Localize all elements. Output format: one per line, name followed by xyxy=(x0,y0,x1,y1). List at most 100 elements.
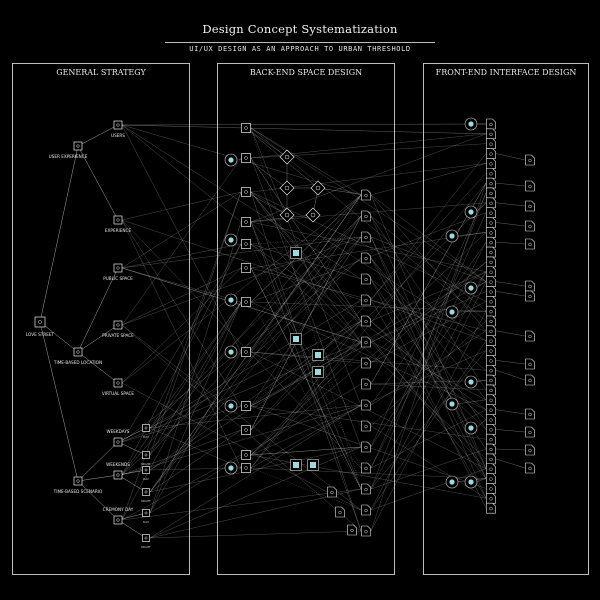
interface-function-node xyxy=(486,167,496,179)
scenario-time-node xyxy=(142,424,150,432)
backend-program-node xyxy=(361,315,371,327)
backend-user-node xyxy=(312,366,324,378)
panel-front-end-interface-design: FRONT-END INTERFACE DESIGN xyxy=(423,63,589,575)
frontend-icon-link xyxy=(475,478,487,483)
interface-screen-icon xyxy=(464,281,478,295)
backend-program-node xyxy=(361,378,371,390)
scenario-time-node xyxy=(142,488,150,496)
strategy-leaf-node xyxy=(113,515,123,525)
backend-internal-link xyxy=(250,446,362,456)
strategy-to-backend-link xyxy=(121,194,362,476)
strategy-branch-node xyxy=(73,347,83,357)
strategy-leaf-node xyxy=(113,120,123,130)
interface-screen-icon xyxy=(464,475,478,489)
backend-space-node xyxy=(241,153,251,163)
frontend-branch-link xyxy=(495,448,526,451)
interface-feature-node xyxy=(525,180,535,192)
strategy-to-backend-link xyxy=(149,488,362,539)
interface-feature-node xyxy=(525,374,535,386)
interface-function-node xyxy=(486,355,496,366)
strategy-to-backend-link xyxy=(121,454,242,521)
backend-to-frontend-link xyxy=(250,351,487,469)
interface-function-node xyxy=(486,443,496,455)
backend-space-node xyxy=(241,217,251,227)
backend-internal-link xyxy=(250,243,362,469)
backend-to-frontend-link xyxy=(250,191,487,479)
tree-leaf-link xyxy=(77,145,119,221)
backend-internal-link xyxy=(250,320,362,407)
interface-feature-node xyxy=(525,200,535,212)
backend-internal-link xyxy=(250,191,362,532)
backend-diamond-link xyxy=(245,214,314,223)
frontend-branch-link xyxy=(495,202,526,207)
backend-user-node xyxy=(290,247,302,259)
scenario-time-node xyxy=(142,451,150,459)
backend-to-frontend-link xyxy=(250,454,487,499)
backend-internal-link xyxy=(250,191,362,322)
frontend-branch-link xyxy=(495,291,526,297)
backend-decision-node xyxy=(279,149,295,165)
backend-to-frontend-link xyxy=(370,257,487,400)
interface-function-node xyxy=(486,197,496,209)
backend-to-frontend-link xyxy=(370,194,487,331)
backend-to-frontend-link xyxy=(250,202,487,431)
strategy-leaf-node xyxy=(113,215,123,225)
strategy-to-backend-link xyxy=(149,320,362,429)
backend-to-frontend-link xyxy=(370,242,487,469)
backend-user-node xyxy=(307,459,319,471)
backend-to-frontend-link xyxy=(370,192,487,490)
interface-function-node xyxy=(486,246,496,258)
backend-internal-link xyxy=(250,467,362,511)
backend-internal-link xyxy=(250,351,362,364)
backend-to-frontend-link xyxy=(370,350,487,490)
interface-function-node xyxy=(486,138,496,149)
backend-to-frontend-link xyxy=(370,340,487,511)
backend-to-frontend-link xyxy=(370,163,487,196)
backend-to-frontend-link xyxy=(370,330,487,406)
interface-screen-icon xyxy=(445,305,459,319)
backend-program-node xyxy=(361,462,371,474)
backend-internal-link xyxy=(250,215,362,431)
tree-branch-link xyxy=(39,321,79,353)
panel-general-strategy: GENERAL STRATEGY xyxy=(12,63,190,575)
backend-internal-link xyxy=(250,221,362,532)
backend-to-frontend-link xyxy=(370,320,487,420)
backend-program-node xyxy=(327,486,337,498)
backend-to-frontend-link xyxy=(370,271,487,322)
interface-feature-node xyxy=(525,238,535,250)
backend-program-node xyxy=(335,506,345,518)
tree-branch-link xyxy=(39,321,79,482)
strategy-to-backend-link xyxy=(149,404,362,429)
backend-space-node xyxy=(241,347,251,357)
backend-space-node xyxy=(241,123,251,133)
interface-feature-node xyxy=(525,444,535,456)
backend-program-node xyxy=(361,504,371,516)
strategy-to-backend-link xyxy=(121,124,242,223)
backend-internal-link xyxy=(250,191,362,343)
frontend-icon-link xyxy=(475,379,487,383)
backend-to-frontend-link xyxy=(370,468,487,511)
strategy-to-backend-link xyxy=(121,267,242,384)
frontend-icon-link xyxy=(456,399,487,405)
strategy-to-backend-link xyxy=(149,215,362,456)
strategy-leaf-label: WEEKENDS xyxy=(106,462,130,467)
interface-function-node xyxy=(486,384,496,396)
strategy-to-backend-link xyxy=(121,191,242,521)
backend-to-frontend-link xyxy=(370,236,487,499)
frontend-branch-link xyxy=(495,458,526,469)
backend-internal-link xyxy=(250,236,362,245)
interface-function-node xyxy=(486,256,496,268)
backend-internal-link xyxy=(250,267,362,490)
strategy-to-frontend-link xyxy=(121,124,487,135)
interface-function-node xyxy=(486,148,496,159)
interface-feature-node xyxy=(525,426,535,438)
backend-internal-link xyxy=(250,127,362,490)
backend-internal-link xyxy=(250,267,362,490)
strategy-to-backend-link xyxy=(149,301,242,514)
strategy-to-backend-link xyxy=(121,194,362,384)
backend-internal-link xyxy=(250,157,362,448)
tree-subleaf-link xyxy=(117,512,147,521)
strategy-leaf-label: EXPERIENCE xyxy=(105,228,132,233)
strategy-to-backend-link xyxy=(121,124,362,280)
